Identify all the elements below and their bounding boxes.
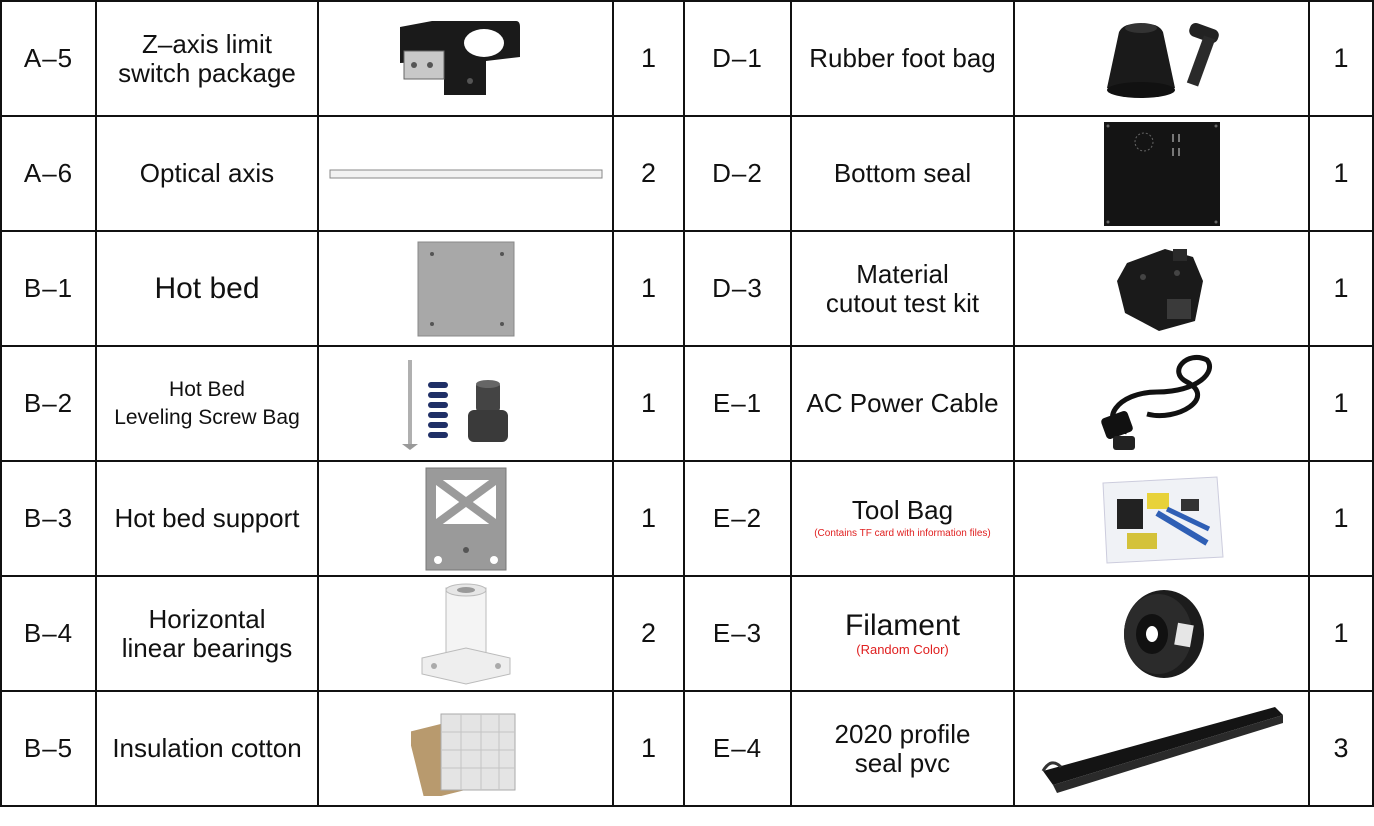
table-row: B–2 Hot Bed Leveling Screw Bag	[0, 345, 1374, 462]
part-code: D–1	[683, 0, 792, 117]
part-qty: 1	[1308, 575, 1374, 692]
part-name: Horizontal linear bearings	[95, 575, 319, 692]
hot-bed-image	[317, 230, 614, 347]
part-code: B–1	[0, 230, 97, 347]
part-name: Hot bed	[95, 230, 319, 347]
bottom-seal-image	[1013, 115, 1310, 232]
table-row: B–1 Hot bed 1 D–3 Material cutout test k…	[0, 230, 1374, 347]
table-row: A–6 Optical axis 2 D–2 Bottom seal	[0, 115, 1374, 232]
part-code: E–2	[683, 460, 792, 577]
part-code: E–3	[683, 575, 792, 692]
part-code: B–2	[0, 345, 97, 462]
table-row: B–4 Horizontal linear bearings 2 E–3 Fil…	[0, 575, 1374, 692]
part-code: A–5	[0, 0, 97, 117]
part-code: E–4	[683, 690, 792, 807]
part-name: Material cutout test kit	[790, 230, 1015, 347]
part-name: Rubber foot bag	[790, 0, 1015, 117]
power-cable-image	[1013, 345, 1310, 462]
part-qty: 3	[1308, 690, 1374, 807]
part-name: Filament (Random Color)	[790, 575, 1015, 692]
table-row: B–5 Insulation cotton 1 E–4 2020 profile…	[0, 690, 1374, 807]
part-name-line1: Filament	[844, 608, 961, 642]
limit-switch-image	[317, 0, 614, 117]
part-name-line2: switch package	[118, 57, 296, 88]
part-name-line2: linear bearings	[121, 632, 293, 663]
insulation-cotton-image	[317, 690, 614, 807]
part-note: (Contains TF card with information files…	[814, 528, 991, 539]
part-name: Z–axis limit switch package	[95, 0, 319, 117]
part-qty: 1	[612, 0, 685, 117]
part-name: Tool Bag (Contains TF card with informat…	[790, 460, 1015, 577]
part-code: B–5	[0, 690, 97, 807]
part-name-line1: Z–axis limit	[141, 28, 272, 59]
optical-axis-image	[317, 115, 614, 232]
part-qty: 1	[612, 460, 685, 577]
seal-pvc-image	[1013, 690, 1310, 807]
table-row: B–3 Hot bed support 1 E–2 Tool Bag (Cont…	[0, 460, 1374, 577]
part-note: (Random Color)	[856, 641, 949, 657]
part-name: Insulation cotton	[95, 690, 319, 807]
parts-list-table: A–5 Z–axis limit switch package 1 D–1 Ru…	[0, 0, 1374, 807]
part-qty: 1	[1308, 230, 1374, 347]
part-name: AC Power Cable	[790, 345, 1015, 462]
part-name-line1: Hot Bed	[169, 377, 245, 401]
part-qty: 1	[612, 345, 685, 462]
part-code: E–1	[683, 345, 792, 462]
part-name-line1: Material	[856, 258, 949, 289]
part-qty: 2	[612, 115, 685, 232]
part-name: 2020 profile seal pvc	[790, 690, 1015, 807]
part-code: D–3	[683, 230, 792, 347]
part-name: Hot bed support	[95, 460, 319, 577]
table-row: A–5 Z–axis limit switch package 1 D–1 Ru…	[0, 0, 1374, 117]
part-name-line1: Tool Bag	[851, 495, 954, 525]
part-qty: 1	[1308, 115, 1374, 232]
part-qty: 1	[612, 690, 685, 807]
part-qty: 1	[1308, 460, 1374, 577]
part-code: B–4	[0, 575, 97, 692]
part-name: Bottom seal	[790, 115, 1015, 232]
tool-bag-image	[1013, 460, 1310, 577]
part-qty: 1	[1308, 0, 1374, 117]
screw-bag-image	[317, 345, 614, 462]
part-qty: 1	[612, 230, 685, 347]
part-name-line2: cutout test kit	[825, 287, 980, 318]
part-name: Optical axis	[95, 115, 319, 232]
linear-bearing-image	[317, 575, 614, 692]
filament-image	[1013, 575, 1310, 692]
part-name: Hot Bed Leveling Screw Bag	[95, 345, 319, 462]
test-kit-image	[1013, 230, 1310, 347]
part-name-line2: Leveling Screw Bag	[114, 405, 300, 429]
part-code: B–3	[0, 460, 97, 577]
part-code: A–6	[0, 115, 97, 232]
part-name-line1: Horizontal	[148, 603, 266, 634]
bed-support-image	[317, 460, 614, 577]
part-code: D–2	[683, 115, 792, 232]
part-name-line2: seal pvc	[854, 747, 951, 778]
part-name-line1: 2020 profile	[834, 718, 971, 749]
part-qty: 1	[1308, 345, 1374, 462]
rubber-foot-image	[1013, 0, 1310, 117]
part-qty: 2	[612, 575, 685, 692]
